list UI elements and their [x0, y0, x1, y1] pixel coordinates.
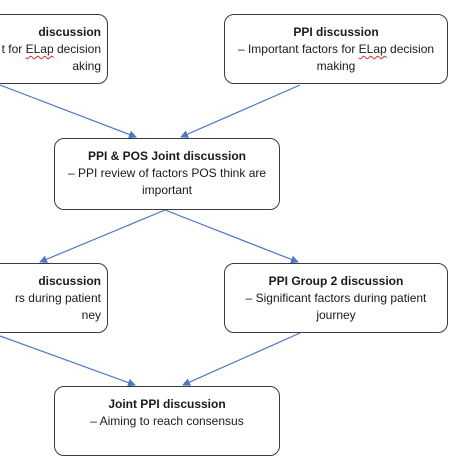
arrow-joint-to-group2	[164, 209, 299, 264]
box-title: PPI & POS Joint discussion	[87, 149, 247, 163]
arrow-top-left-to-joint	[0, 84, 137, 139]
top-right-ppi-discussion-box: PPI discussion – Important factors for E…	[224, 14, 448, 84]
box-title: discussion	[38, 274, 101, 288]
spellcheck-marked-word: ELap	[358, 42, 387, 56]
box-text-line: rs during patient	[14, 291, 101, 305]
ppi-group1-discussion-box: discussion rs during patient ney	[0, 263, 108, 333]
box-text-line: journey	[316, 308, 356, 322]
joint-ppi-discussion-box: Joint PPI discussion – Aiming to reach c…	[54, 386, 280, 456]
box-text-line: – Important factors for ELap decision	[237, 42, 435, 56]
box-title: discussion	[38, 25, 101, 39]
box-text-line: aking	[72, 59, 101, 73]
ppi-group2-discussion-box: PPI Group 2 discussion – Significant fac…	[224, 263, 448, 333]
box-text-line: – PPI review of factors POS think are	[67, 166, 267, 180]
box-text-line: – Aiming to reach consensus	[90, 414, 244, 428]
box-title: PPI discussion	[293, 25, 379, 39]
arrow-group2-to-final	[182, 332, 301, 386]
box-text-line: making	[316, 59, 356, 73]
box-text-line: ney	[81, 308, 101, 322]
ppi-pos-joint-discussion-box: PPI & POS Joint discussion – PPI review …	[54, 138, 280, 210]
arrow-top-right-to-joint	[180, 84, 301, 138]
box-text-line: – Significant factors during patient	[245, 291, 427, 305]
box-title: Joint PPI discussion	[108, 397, 226, 411]
arrow-group1-to-final	[0, 335, 136, 387]
arrow-joint-to-group1	[39, 209, 166, 264]
spellcheck-marked-word: ELap	[25, 42, 54, 56]
top-left-ppi-discussion-box: discussion t for ELap decision aking	[0, 14, 108, 84]
box-text-line: t for ELap decision	[1, 42, 101, 56]
box-title: PPI Group 2 discussion	[268, 274, 404, 288]
box-text-line: important	[141, 183, 193, 197]
